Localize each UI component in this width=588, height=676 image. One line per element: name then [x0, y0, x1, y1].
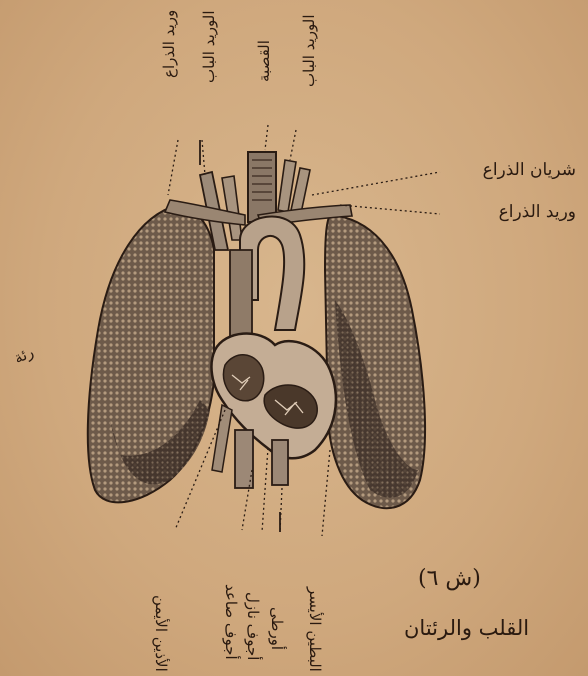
label-arm-vein: وريد الذراع — [446, 202, 576, 222]
label-left-ventricle: البطين الأيسر — [306, 542, 324, 672]
label-portal-vein-right: الوريد الباب — [300, 14, 318, 124]
label-descending-vena-cava: أجوف نازل — [244, 540, 262, 660]
figure-number: (ش ٦) — [418, 566, 481, 591]
label-portal-vein-left: الوريد الباب — [200, 10, 218, 138]
label-ascending-vena-cava: أجوف صاعد — [222, 540, 240, 660]
label-right-atrium: الأذين الأيمن — [152, 542, 170, 672]
label-arm-vein-top: وريد الذراع — [160, 10, 178, 138]
label-aorta: أورطى — [268, 540, 286, 650]
label-trachea: القصبة — [255, 40, 273, 130]
figure-caption: القلب والرئتان — [404, 616, 529, 640]
label-arm-artery: شريان الذراع — [446, 160, 576, 180]
